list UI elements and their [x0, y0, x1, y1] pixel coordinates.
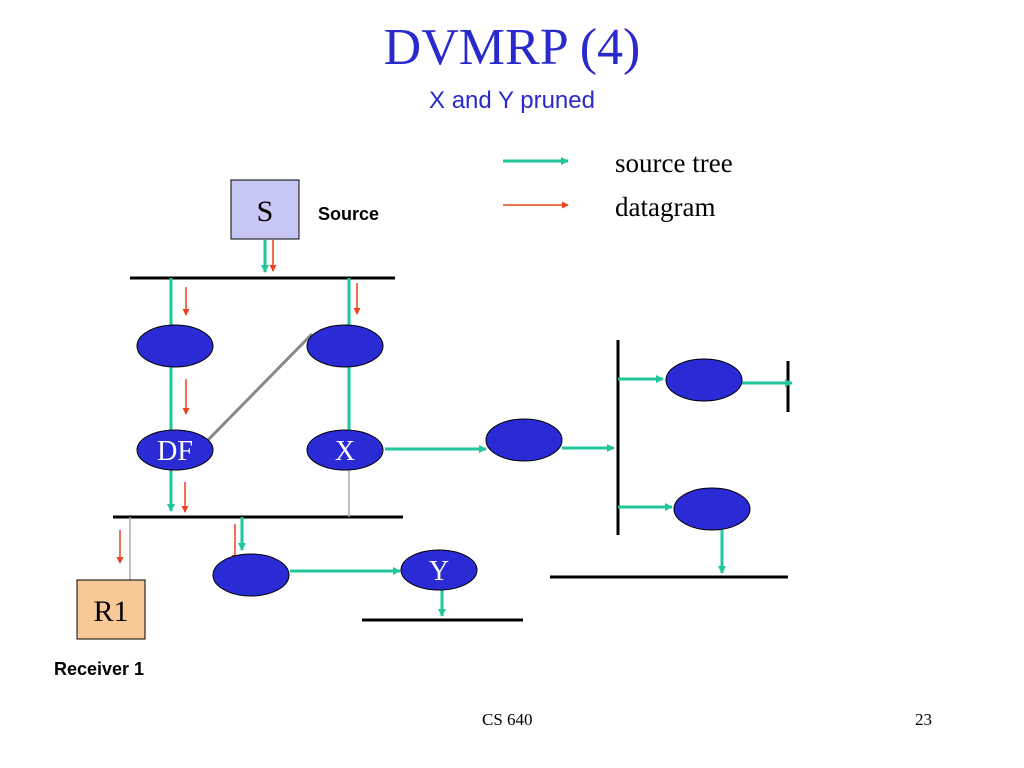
source-box-label: S — [257, 195, 274, 228]
router-df — [136, 429, 214, 471]
page-number: 23 — [915, 710, 932, 729]
router-x — [306, 429, 384, 471]
legend-source-tree-label: source tree — [615, 148, 733, 178]
router-bottom-left — [212, 553, 290, 597]
router-middle — [485, 418, 563, 462]
source-box — [230, 179, 300, 240]
receiver-label: Receiver 1 — [54, 659, 145, 679]
slide-title: DVMRP (4) — [383, 19, 641, 76]
footer-course: CS 640 — [482, 710, 533, 729]
router-y — [400, 549, 478, 591]
router-right-top — [665, 358, 743, 402]
link-df-to-router — [206, 332, 314, 442]
router-y-label: Y — [429, 556, 449, 587]
router-right-bottom — [673, 487, 751, 531]
receiver-box-label: R1 — [93, 595, 128, 628]
slide-subtitle: X and Y pruned — [429, 87, 595, 114]
router-top-left — [136, 324, 214, 368]
source-label: Source — [318, 204, 380, 224]
router-df-label: DF — [157, 436, 193, 467]
router-top-right — [306, 324, 384, 368]
legend-datagram-label: datagram — [615, 192, 716, 222]
router-x-label: X — [335, 436, 355, 467]
receiver-box — [76, 579, 146, 640]
